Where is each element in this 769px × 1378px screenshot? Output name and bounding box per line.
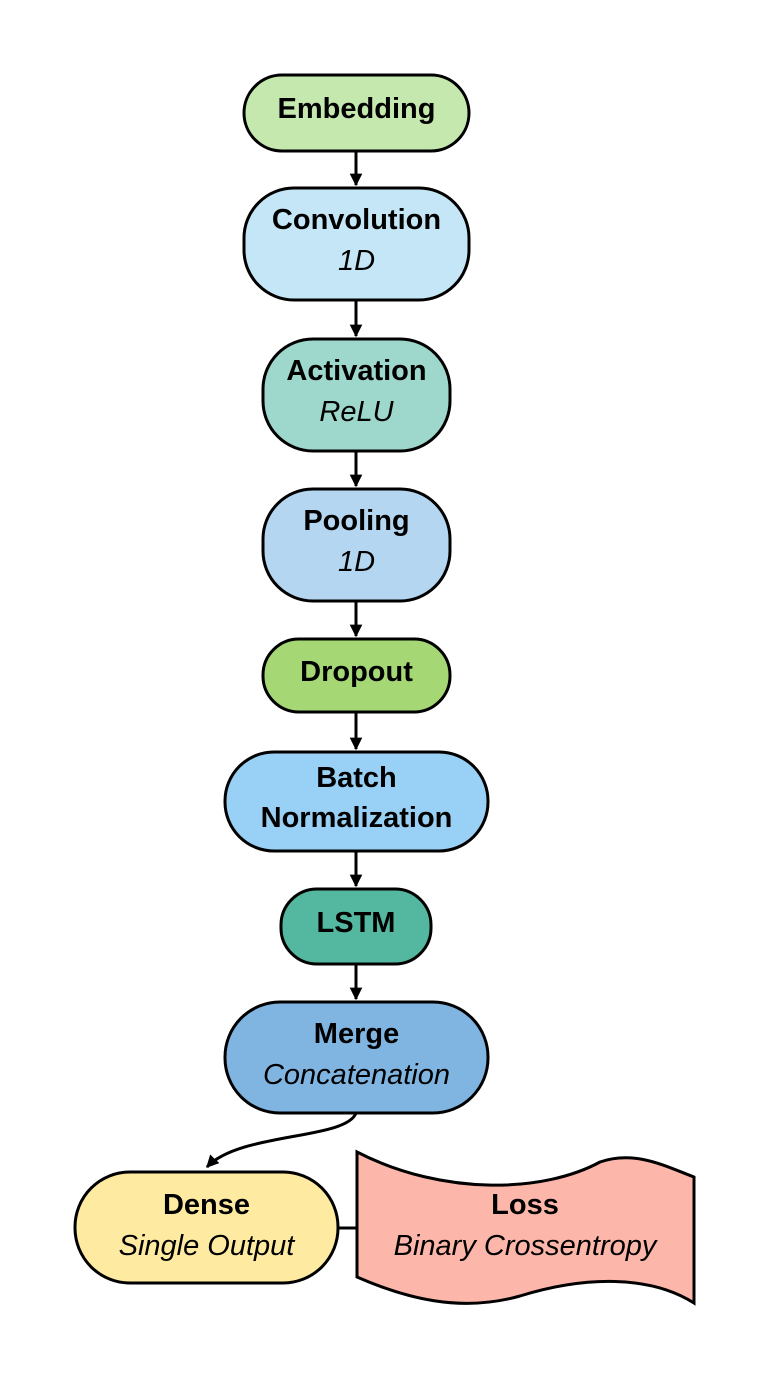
node-pooling-subtitle: 1D [338,546,375,578]
node-merge-subtitle: Concatenation [263,1059,450,1091]
node-lstm-shape [279,887,433,966]
edges [205,151,363,1230]
node-batch-normalization-shape [223,750,490,853]
node-dense-shape [73,1170,340,1285]
node-convolution-shape [242,186,471,302]
node-dropout: Dropout [261,637,452,714]
node-loss-subtitle: Binary Crossentropy [394,1230,658,1262]
node-loss-shape [355,1149,696,1306]
node-pooling: Pooling 1D [261,487,452,603]
node-dropout-shape [261,637,452,714]
node-convolution-title: Convolution [272,204,441,236]
node-loss-title: Loss [491,1189,559,1221]
node-lstm-title: LSTM [317,907,396,939]
node-pooling-title: Pooling [303,505,409,537]
node-merge-shape [223,1000,490,1115]
node-dense-title: Dense [163,1189,250,1221]
node-activation-title: Activation [286,355,426,387]
node-activation: Activation ReLU [261,337,452,453]
node-merge: Merge Concatenation [223,1000,490,1115]
node-embedding-shape [242,73,471,153]
node-merge-title: Merge [314,1018,399,1050]
node-dropout-title: Dropout [300,656,413,688]
node-embedding-title: Embedding [278,93,436,125]
node-activation-subtitle: ReLU [319,396,394,428]
node-batch-normalization-title: Batch [316,762,397,794]
node-batch-normalization-title-line2: Normalization [261,802,453,834]
node-pooling-shape [261,487,452,603]
node-dense: Dense Single Output [73,1170,340,1285]
node-loss: Loss Binary Crossentropy [355,1149,696,1306]
node-embedding: Embedding [242,73,471,153]
edge-merge-dense [205,1112,358,1169]
node-convolution: Convolution 1D [242,186,471,302]
node-dense-subtitle: Single Output [119,1230,297,1262]
node-lstm: LSTM [279,887,433,966]
node-activation-shape [261,337,452,453]
node-convolution-subtitle: 1D [338,245,375,277]
node-batch-normalization: Batch Normalization [223,750,490,853]
